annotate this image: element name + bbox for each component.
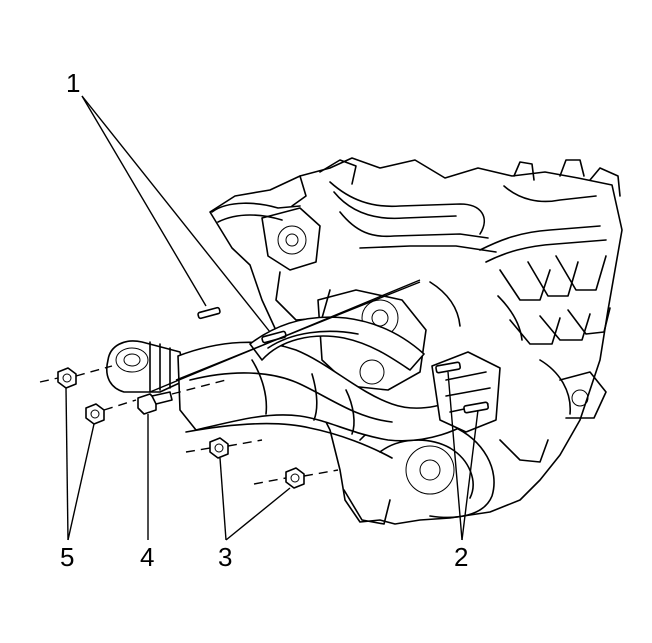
exhaust-manifold [106,316,501,459]
callout-3: 3 [218,542,232,572]
callout-1: 1 [66,68,80,98]
nut-5a [39,365,113,389]
callout-5: 5 [60,542,74,572]
nut-3b [253,467,339,489]
leader-lines [65,95,479,541]
outlet-studs [435,361,489,414]
outlet-stud-lower [463,401,489,414]
bolt-4 [137,379,227,415]
stud-upper [197,306,221,320]
nut-3a [185,437,263,459]
outlet-stud-upper [435,361,461,374]
callout-4: 4 [140,542,154,572]
callout-2: 2 [454,542,468,572]
nut-5b [85,399,137,425]
engine-block [209,157,623,525]
